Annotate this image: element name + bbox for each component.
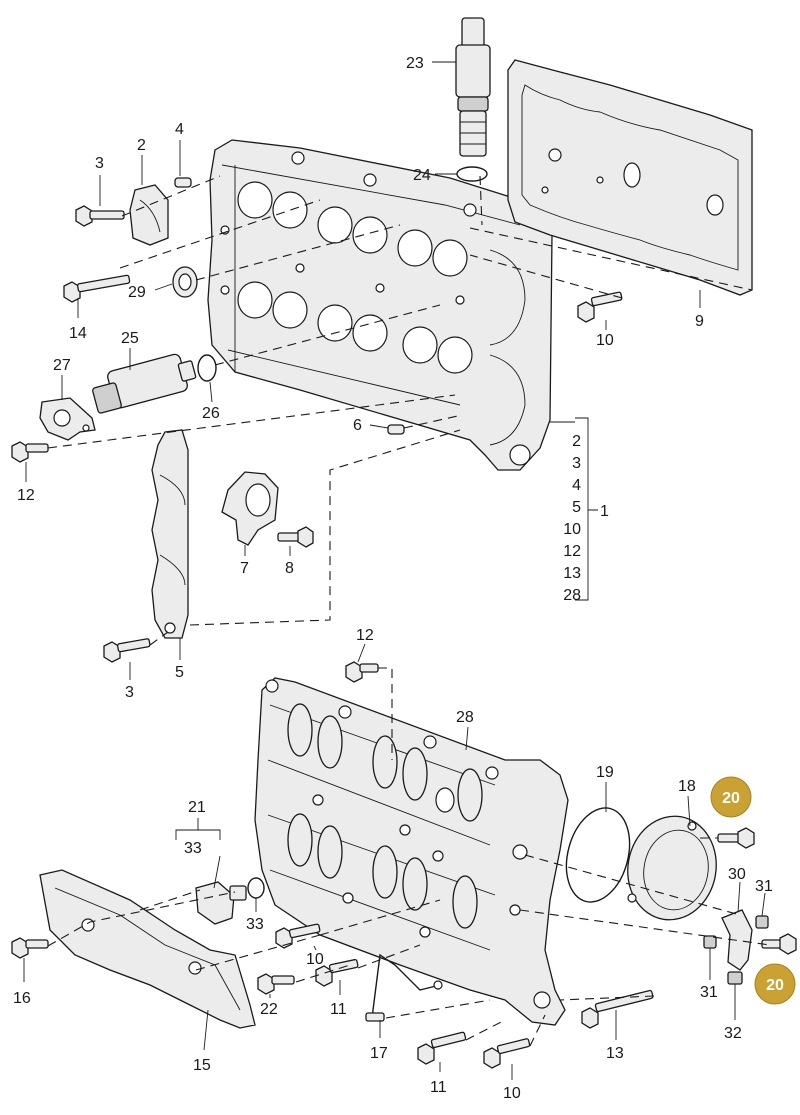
callout-22: 22 xyxy=(260,1001,278,1018)
dowel-pin xyxy=(174,177,192,188)
callout-1: 1 xyxy=(600,503,609,520)
callout-8: 8 xyxy=(285,560,294,577)
retaining-bracket xyxy=(39,397,96,441)
callout-13: 13 xyxy=(606,1045,624,1062)
leader-lines xyxy=(23,61,766,1080)
cam-bracket xyxy=(221,471,279,546)
group-bracket xyxy=(550,417,598,601)
group-list-item: 13 xyxy=(563,565,581,582)
callout-10: 10 xyxy=(503,1085,521,1102)
callout-12: 12 xyxy=(356,627,374,644)
o-ring xyxy=(197,354,217,382)
callout-9: 9 xyxy=(695,313,704,330)
callout-2: 2 xyxy=(137,137,146,154)
o-ring xyxy=(247,877,265,899)
callout-25: 25 xyxy=(121,330,139,347)
callout-14: 14 xyxy=(69,325,87,342)
callout-18: 18 xyxy=(678,778,696,795)
heat-shield xyxy=(39,869,256,1029)
camshaft-solenoid xyxy=(92,353,197,414)
clip xyxy=(755,915,769,929)
group-list-item: 12 xyxy=(563,543,581,560)
group-list: 2 3 4 5 10 12 13 28 xyxy=(563,433,581,604)
callout-24: 24 xyxy=(413,167,431,184)
position-sensor xyxy=(195,881,247,925)
callout-15: 15 xyxy=(193,1057,211,1074)
callout-32: 32 xyxy=(724,1025,742,1042)
bolt xyxy=(257,973,295,995)
bearing-cap xyxy=(129,184,169,246)
callout-23: 23 xyxy=(406,55,424,72)
seal-ring xyxy=(456,166,488,182)
valve-cover-gasket xyxy=(507,59,753,296)
callout-31: 31 xyxy=(700,984,718,1001)
callout-28: 28 xyxy=(456,709,474,726)
shaft-seal xyxy=(172,266,198,298)
callout-26: 26 xyxy=(202,405,220,422)
group-list-item: 2 xyxy=(572,433,581,450)
callout-21: 21 xyxy=(188,799,206,816)
long-bolt xyxy=(581,989,654,1029)
bearing-ladder xyxy=(151,429,189,639)
svg-text:20: 20 xyxy=(722,790,740,807)
bolt xyxy=(277,526,314,548)
bolt xyxy=(483,1038,531,1069)
callout-7: 7 xyxy=(240,560,249,577)
tensioner-rod xyxy=(365,953,443,1022)
callout-31: 31 xyxy=(755,878,773,895)
clip xyxy=(727,971,743,985)
group-list-item: 28 xyxy=(563,587,581,604)
callout-labels: 23 24 9 2 4 3 29 14 10 25 27 26 6 12 7 8… xyxy=(13,55,773,1102)
dowel-pin xyxy=(387,424,405,435)
group-list-item: 5 xyxy=(572,499,581,516)
bolt xyxy=(717,827,755,849)
bolt xyxy=(345,661,379,683)
bolt xyxy=(103,638,151,663)
callout-3: 3 xyxy=(95,155,104,172)
group-bracket xyxy=(175,818,221,889)
bolt xyxy=(275,923,321,949)
callout-33: 33 xyxy=(184,840,202,857)
callout-30: 30 xyxy=(728,866,746,883)
callout-16: 16 xyxy=(13,990,31,1007)
callout-12: 12 xyxy=(17,487,35,504)
svg-text:20: 20 xyxy=(766,977,784,994)
bolt xyxy=(761,933,797,955)
callout-10: 10 xyxy=(596,332,614,349)
badge-20: 20 xyxy=(754,963,796,1005)
callout-6: 6 xyxy=(353,417,362,434)
callout-5: 5 xyxy=(175,664,184,681)
callout-29: 29 xyxy=(128,284,146,301)
callout-11: 11 xyxy=(430,1079,447,1096)
callout-4: 4 xyxy=(175,121,184,138)
bolt xyxy=(315,958,359,987)
callout-19: 19 xyxy=(596,764,614,781)
badge-20: 20 xyxy=(710,776,752,818)
solenoid-valve xyxy=(455,17,491,157)
clip xyxy=(703,935,717,949)
callout-11: 11 xyxy=(330,1001,347,1018)
callout-3: 3 xyxy=(125,684,134,701)
camshaft-carrier xyxy=(254,677,569,1026)
end-cover xyxy=(627,815,717,921)
bolt xyxy=(11,937,49,959)
callout-17: 17 xyxy=(370,1045,388,1062)
callout-33: 33 xyxy=(246,916,264,933)
group-list-item: 3 xyxy=(572,455,581,472)
cylinder-head xyxy=(207,139,553,471)
callout-10: 10 xyxy=(306,951,324,968)
stud-bolt xyxy=(63,274,131,303)
group-list-item: 4 xyxy=(572,477,581,494)
large-o-ring xyxy=(565,807,631,903)
bolt xyxy=(75,205,125,227)
callout-27: 27 xyxy=(53,357,71,374)
sensor-bracket xyxy=(721,909,753,971)
bolt xyxy=(417,1031,467,1065)
group-list-item: 10 xyxy=(563,521,581,538)
bolt xyxy=(11,441,49,463)
